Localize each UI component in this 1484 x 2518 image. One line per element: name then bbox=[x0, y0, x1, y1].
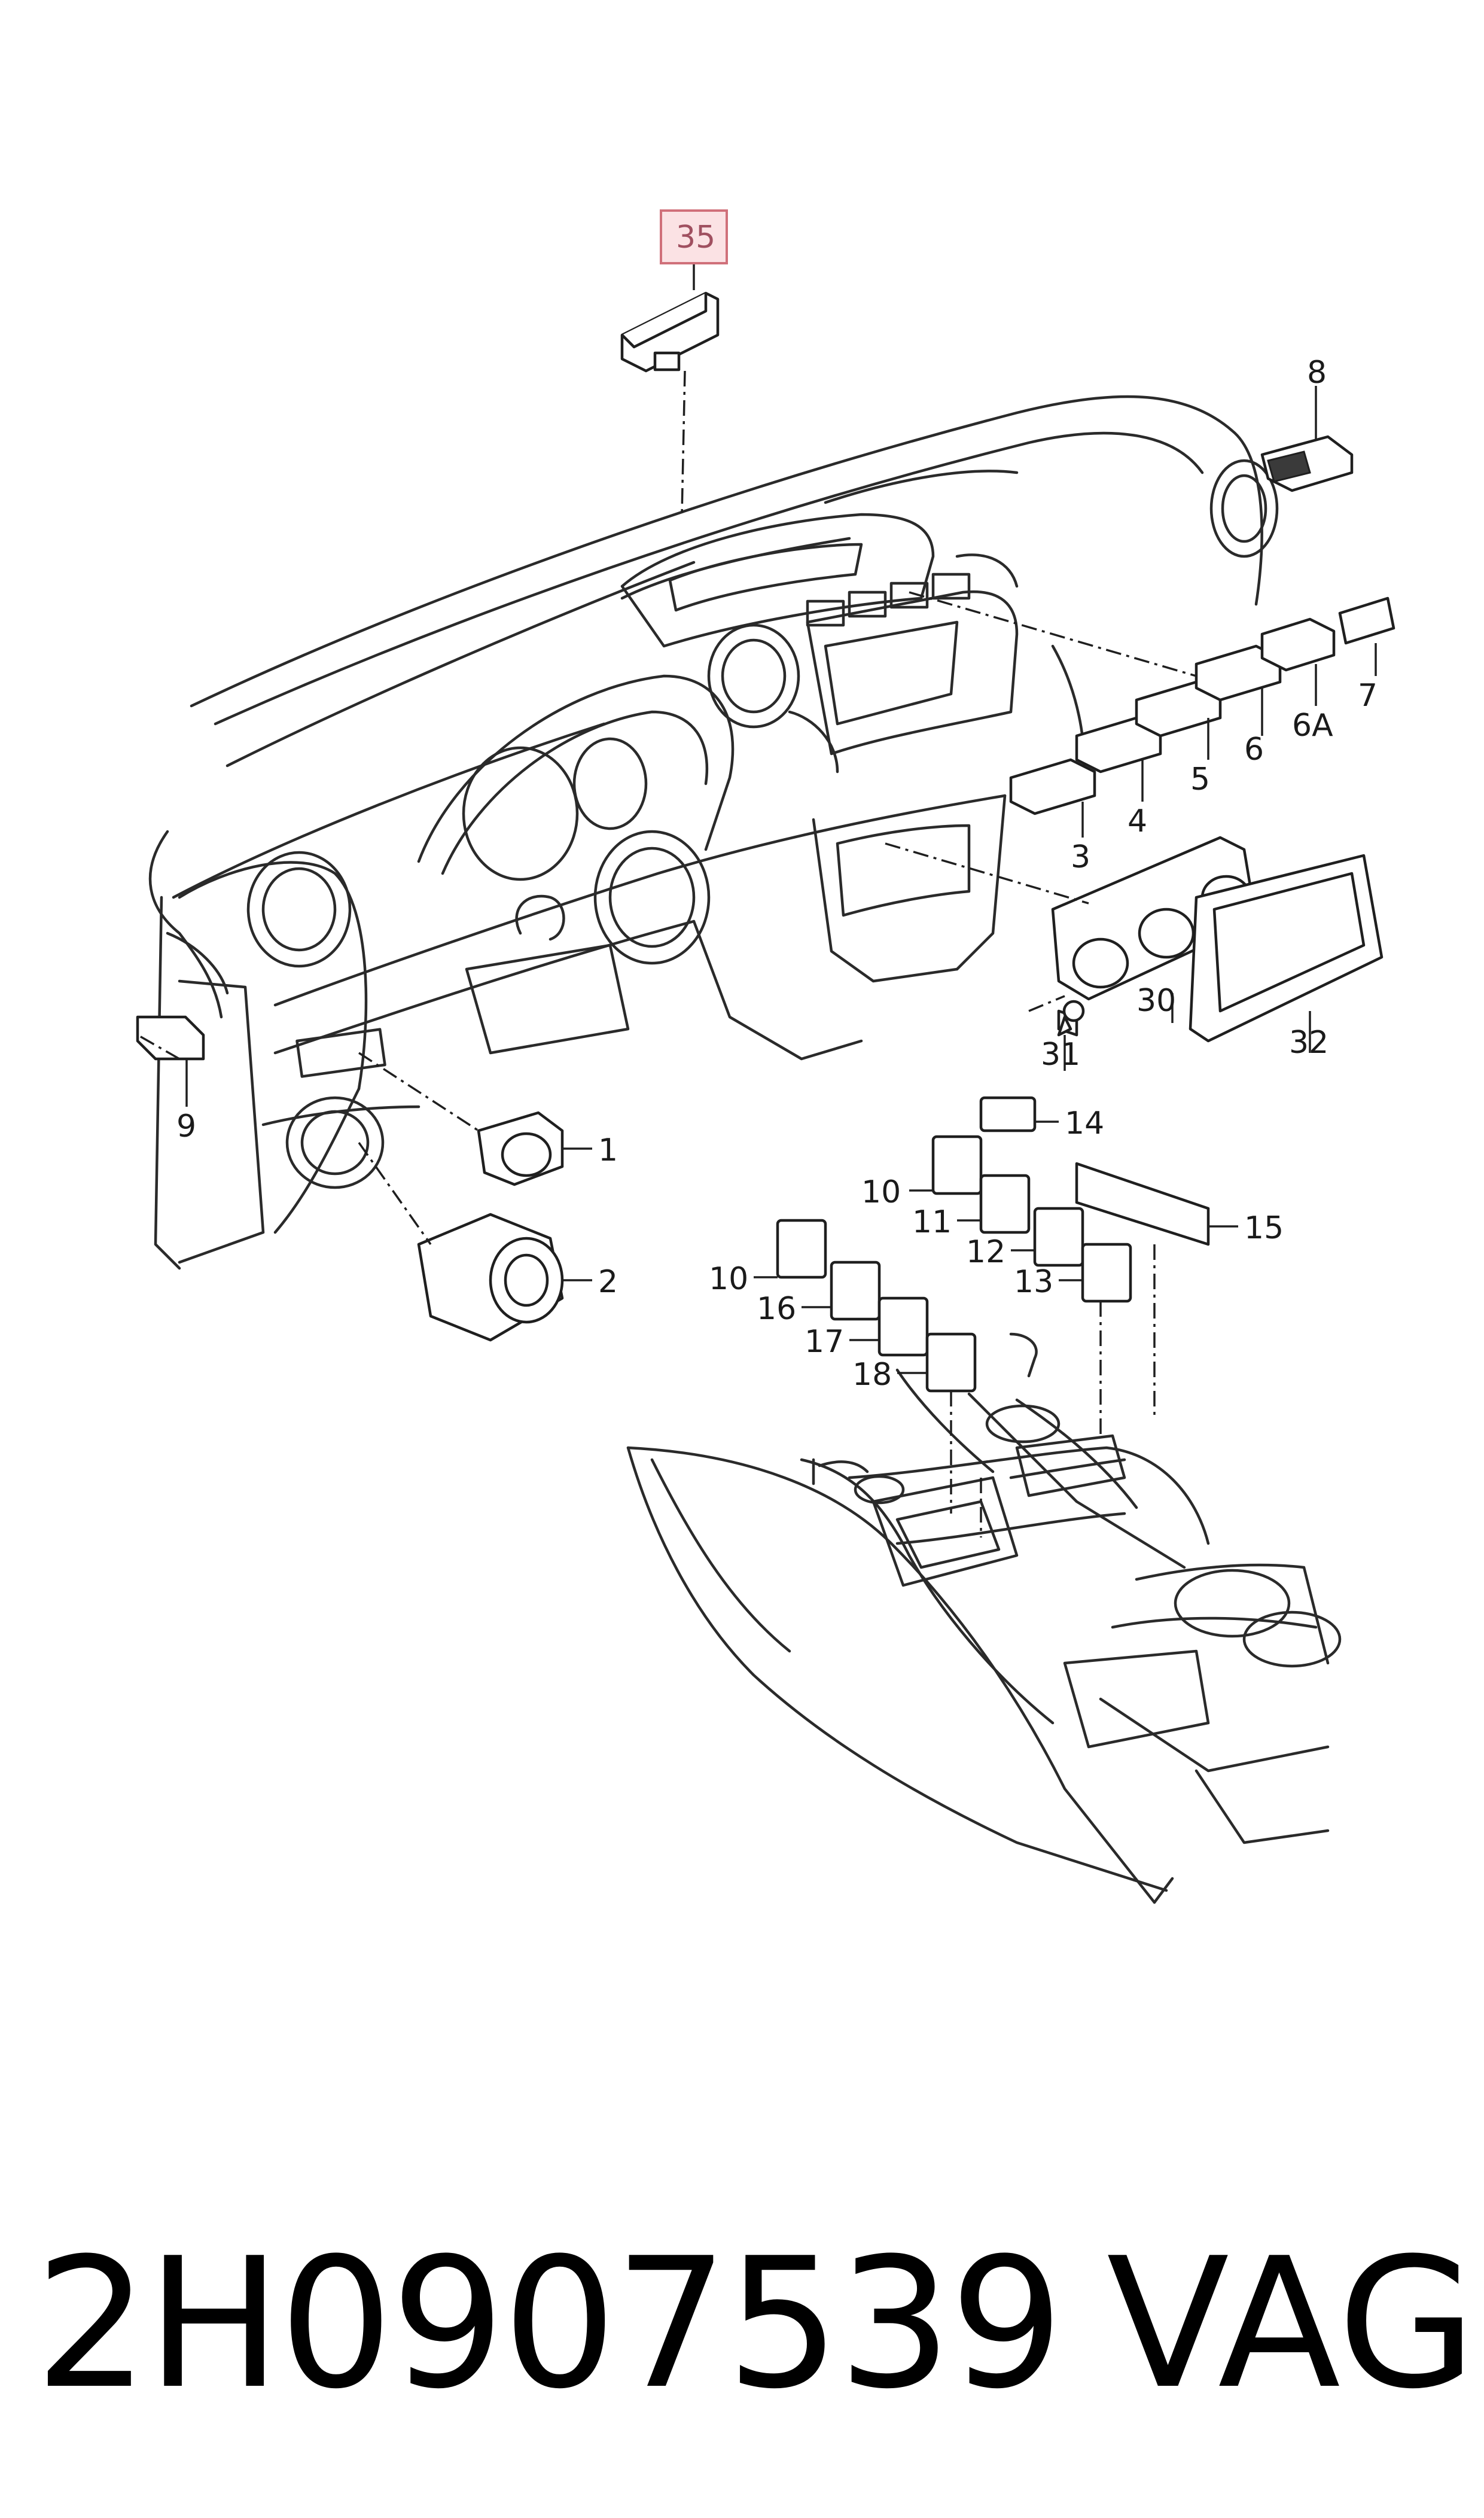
light-switch-shapes bbox=[417, 1111, 564, 1342]
brand-name: VAG bbox=[1107, 2219, 1477, 2428]
callout-30: 30 bbox=[1136, 983, 1176, 1019]
callout-10-upper: 10 bbox=[861, 1174, 901, 1210]
callout-3: 3 bbox=[1071, 839, 1090, 875]
callout-35-highlight bbox=[660, 209, 728, 264]
callout-17: 17 bbox=[805, 1324, 844, 1360]
callout-10-lower: 10 bbox=[709, 1261, 748, 1297]
part-35-shape bbox=[620, 291, 720, 373]
callout-13: 13 bbox=[1014, 1264, 1053, 1300]
dashboard-outline bbox=[148, 395, 1279, 1270]
center-console-outline bbox=[626, 1332, 1342, 1904]
callout-7: 7 bbox=[1358, 678, 1378, 714]
part-9-shape bbox=[136, 1015, 205, 1061]
callout-2: 2 bbox=[598, 1264, 618, 1300]
part-8-shape bbox=[1260, 435, 1354, 492]
callout-31: 31 bbox=[1041, 1037, 1080, 1073]
callout-labels: 35 8 7 6A 6 5 4 3 30 32 31 9 1 2 14 15 1… bbox=[176, 220, 1378, 1393]
callout-8: 8 bbox=[1307, 355, 1327, 391]
callout-6: 6 bbox=[1244, 732, 1264, 768]
climate-unit-shapes bbox=[1051, 836, 1384, 1043]
callout-6A: 6A bbox=[1292, 708, 1333, 744]
callout-11: 11 bbox=[912, 1204, 952, 1240]
callout-9: 9 bbox=[176, 1109, 196, 1144]
footer: 2H0907539 VAG bbox=[0, 2225, 1484, 2423]
callout-1: 1 bbox=[598, 1132, 618, 1168]
screw-31-shape bbox=[1057, 1000, 1085, 1037]
callout-14: 14 bbox=[1065, 1106, 1104, 1141]
callout-4: 4 bbox=[1128, 803, 1147, 839]
callout-18: 18 bbox=[852, 1357, 892, 1393]
callout-12: 12 bbox=[966, 1234, 1005, 1270]
console-switch-shapes bbox=[776, 1096, 1210, 1393]
callout-16: 16 bbox=[757, 1291, 796, 1327]
leader-lines bbox=[137, 254, 1377, 1537]
callout-15: 15 bbox=[1244, 1210, 1284, 1246]
callout-32: 32 bbox=[1289, 1025, 1328, 1061]
switch-row-parts bbox=[1009, 596, 1395, 815]
callout-5: 5 bbox=[1190, 762, 1210, 797]
part-number: 2H0907539 bbox=[35, 2219, 1064, 2428]
callout-35: 35 bbox=[676, 220, 715, 255]
